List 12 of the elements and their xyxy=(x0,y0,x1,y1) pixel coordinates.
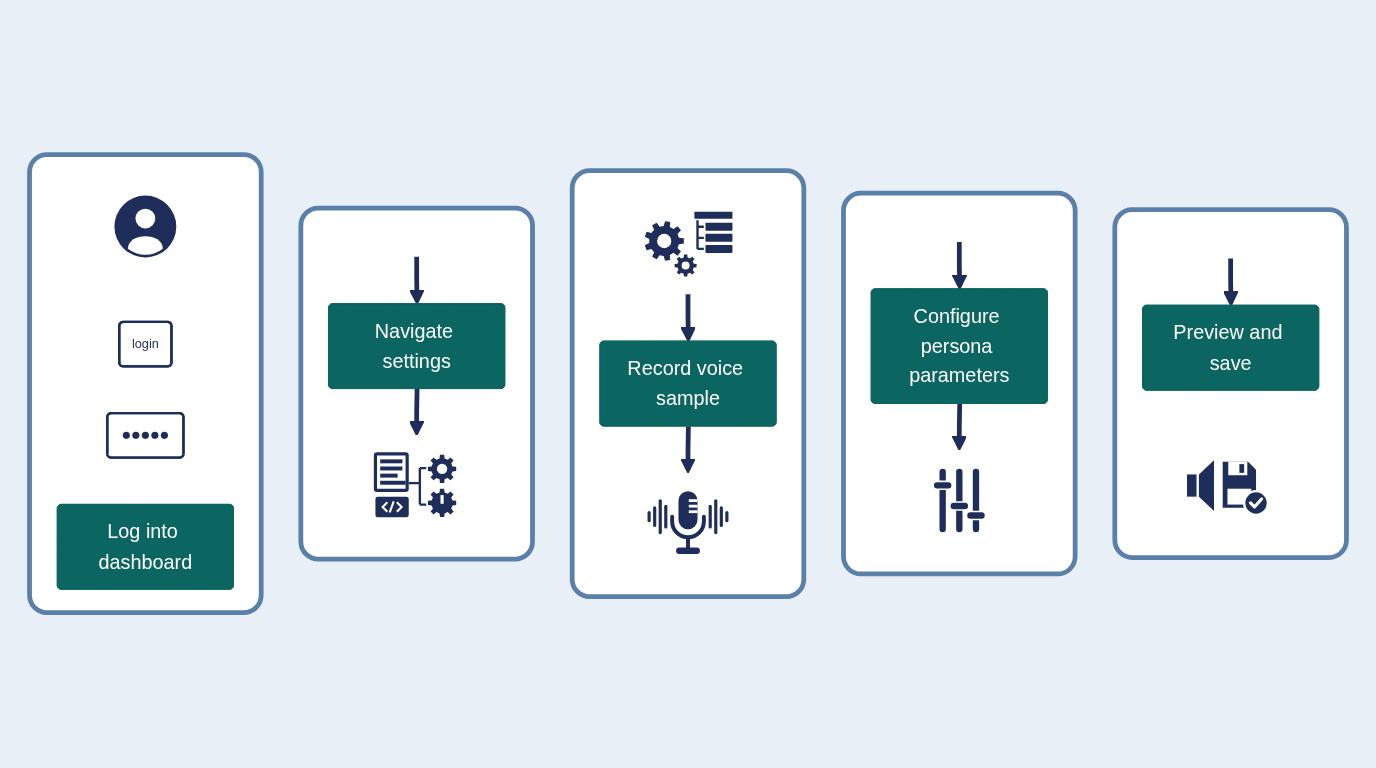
cluster xyxy=(569,168,807,600)
arrow xyxy=(680,426,696,474)
arrow xyxy=(951,242,968,291)
cluster xyxy=(1112,207,1349,561)
cluster xyxy=(298,206,535,562)
arrow xyxy=(409,257,425,306)
cluster xyxy=(841,191,1078,577)
cluster xyxy=(27,152,264,616)
arrow xyxy=(408,389,425,437)
arrow xyxy=(1222,258,1239,307)
arrow xyxy=(951,404,968,452)
arrow xyxy=(680,294,696,343)
